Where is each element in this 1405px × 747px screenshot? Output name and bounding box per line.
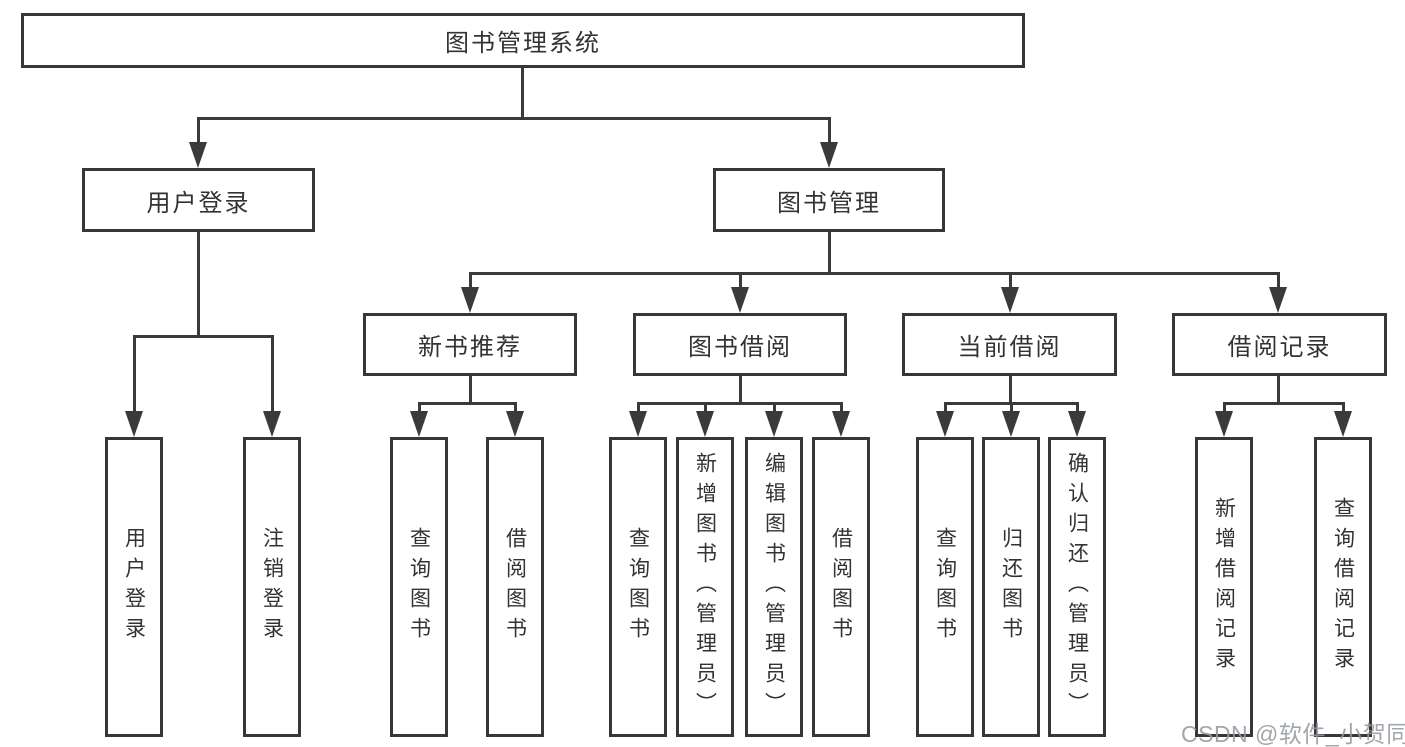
leaf-borrow-add-admin-label: 新增图书（管理员） bbox=[693, 452, 717, 722]
connector-line bbox=[197, 117, 200, 150]
arrow-down-icon bbox=[832, 411, 850, 437]
arrow-down-icon bbox=[1269, 287, 1287, 313]
leaf-newbook-borrow-label: 借阅图书 bbox=[503, 527, 527, 647]
node-book-management: 图书管理 bbox=[713, 168, 945, 232]
arrow-down-icon bbox=[1215, 411, 1233, 437]
connector-line bbox=[469, 272, 472, 292]
node-book-borrow: 图书借阅 bbox=[633, 313, 847, 376]
connector-line bbox=[469, 272, 1280, 275]
leaf-borrow-edit-admin: 编辑图书（管理员） bbox=[745, 437, 803, 737]
leaf-borrow-add-admin: 新增图书（管理员） bbox=[676, 437, 734, 737]
leaf-current-query-label: 查询图书 bbox=[933, 527, 957, 647]
arrow-down-icon bbox=[936, 411, 954, 437]
leaf-user-login: 用户登录 bbox=[105, 437, 163, 737]
connector-line bbox=[739, 272, 742, 292]
connector-line bbox=[1223, 402, 1345, 405]
connector-line bbox=[828, 117, 831, 150]
leaf-borrow-borrow: 借阅图书 bbox=[812, 437, 870, 737]
connector-line bbox=[197, 117, 831, 120]
leaf-newbook-borrow: 借阅图书 bbox=[486, 437, 544, 737]
connector-line bbox=[133, 335, 136, 417]
csdn-watermark: CSDN @软件_小贺同学 bbox=[1181, 721, 1405, 747]
connector-line bbox=[271, 335, 274, 417]
leaf-borrow-borrow-label: 借阅图书 bbox=[829, 527, 853, 647]
connector-line bbox=[469, 376, 472, 405]
leaf-current-confirm-admin: 确认归还（管理员） bbox=[1048, 437, 1106, 737]
leaf-newbook-query-label: 查询图书 bbox=[407, 527, 431, 647]
leaf-record-add: 新增借阅记录 bbox=[1195, 437, 1253, 737]
node-user-login: 用户登录 bbox=[82, 168, 315, 232]
node-new-book-recommend: 新书推荐 bbox=[363, 313, 577, 376]
arrow-down-icon bbox=[820, 142, 838, 168]
leaf-record-query-label: 查询借阅记录 bbox=[1331, 497, 1355, 677]
leaf-current-return-label: 归还图书 bbox=[999, 527, 1023, 647]
arrow-down-icon bbox=[461, 287, 479, 313]
leaf-current-query: 查询图书 bbox=[916, 437, 974, 737]
node-book-borrow-label: 图书借阅 bbox=[688, 334, 792, 361]
arrow-down-icon bbox=[1334, 411, 1352, 437]
connector-line bbox=[418, 402, 517, 405]
arrow-down-icon bbox=[696, 411, 714, 437]
leaf-logout: 注销登录 bbox=[243, 437, 301, 737]
node-current-borrow: 当前借阅 bbox=[902, 313, 1117, 376]
arrow-down-icon bbox=[1002, 411, 1020, 437]
connector-line bbox=[637, 402, 843, 405]
connector-line bbox=[1009, 272, 1012, 292]
leaf-current-return: 归还图书 bbox=[982, 437, 1040, 737]
node-root-label: 图书管理系统 bbox=[445, 30, 601, 57]
connector-line bbox=[1277, 376, 1280, 405]
connector-line bbox=[739, 376, 742, 405]
leaf-newbook-query: 查询图书 bbox=[390, 437, 448, 737]
node-current-borrow-label: 当前借阅 bbox=[957, 334, 1062, 361]
arrow-down-icon bbox=[629, 411, 647, 437]
arrow-down-icon bbox=[506, 411, 524, 437]
arrow-down-icon bbox=[1001, 287, 1019, 313]
connector-line bbox=[1277, 272, 1280, 292]
node-borrow-record-label: 借阅记录 bbox=[1227, 334, 1332, 361]
leaf-borrow-query: 查询图书 bbox=[609, 437, 667, 737]
leaf-borrow-edit-admin-label: 编辑图书（管理员） bbox=[762, 452, 786, 722]
node-borrow-record: 借阅记录 bbox=[1172, 313, 1387, 376]
leaf-current-confirm-admin-label: 确认归还（管理员） bbox=[1065, 452, 1089, 722]
leaf-record-query: 查询借阅记录 bbox=[1314, 437, 1372, 737]
connector-line bbox=[828, 232, 831, 275]
arrow-down-icon bbox=[263, 411, 281, 437]
leaf-logout-label: 注销登录 bbox=[260, 527, 284, 647]
connector-line bbox=[1009, 376, 1012, 405]
node-root: 图书管理系统 bbox=[21, 13, 1025, 68]
connector-line bbox=[521, 68, 524, 120]
leaf-user-login-label: 用户登录 bbox=[122, 527, 146, 647]
node-new-book-recommend-label: 新书推荐 bbox=[418, 334, 522, 361]
connector-line bbox=[197, 232, 200, 338]
node-book-management-label: 图书管理 bbox=[777, 189, 881, 217]
arrow-down-icon bbox=[125, 411, 143, 437]
arrow-down-icon bbox=[1068, 411, 1086, 437]
arrow-down-icon bbox=[410, 411, 428, 437]
node-user-login-label: 用户登录 bbox=[146, 189, 251, 217]
arrow-down-icon bbox=[189, 142, 207, 168]
arrow-down-icon bbox=[765, 411, 783, 437]
connector-line bbox=[133, 335, 274, 338]
leaf-borrow-query-label: 查询图书 bbox=[626, 527, 650, 647]
leaf-record-add-label: 新增借阅记录 bbox=[1212, 497, 1236, 677]
arrow-down-icon bbox=[731, 287, 749, 313]
